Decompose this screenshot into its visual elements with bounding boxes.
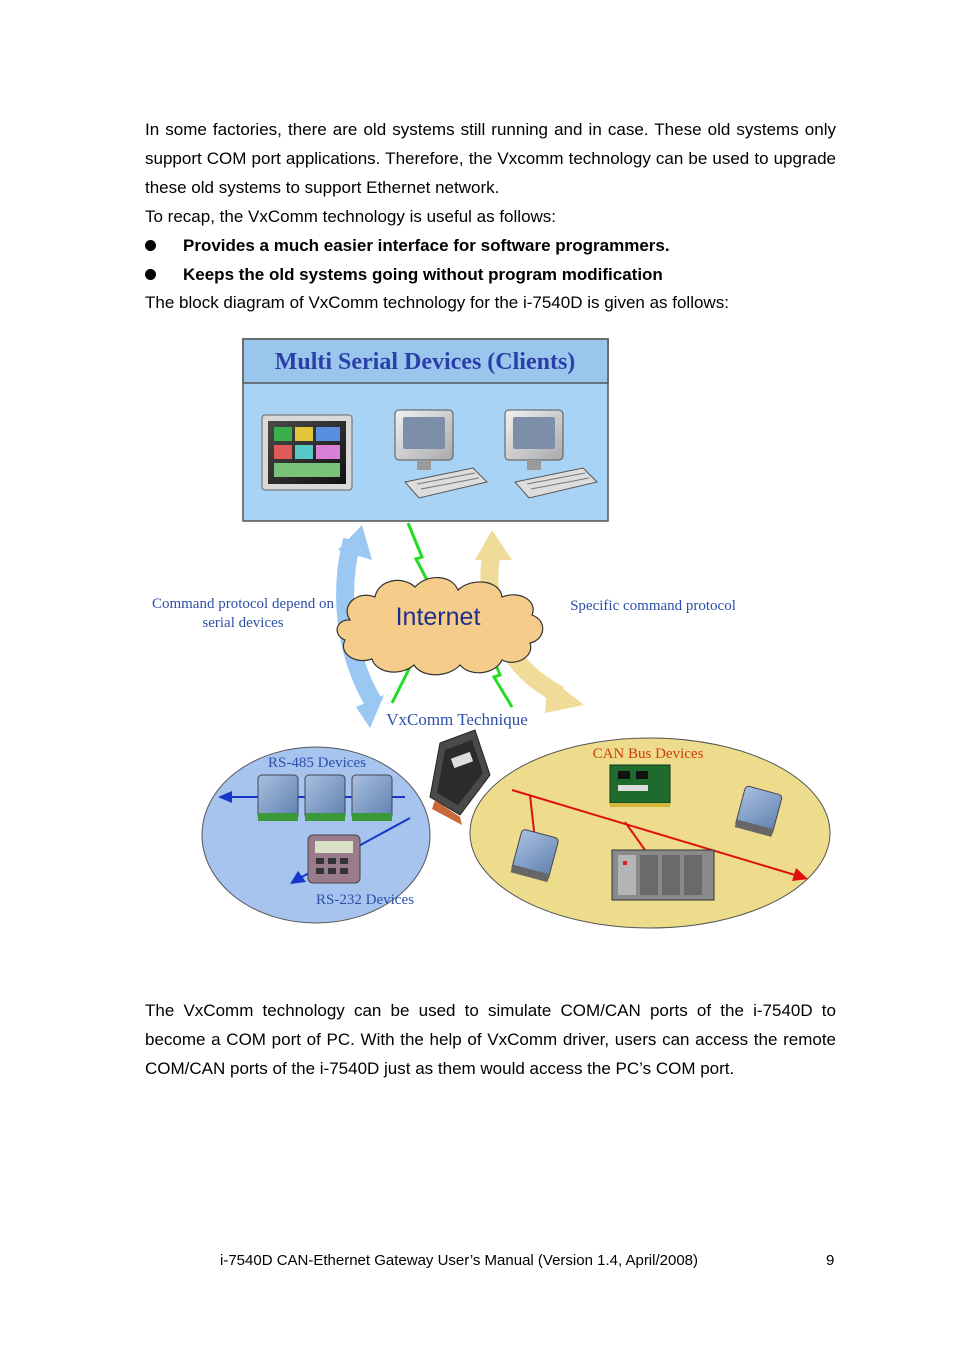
rs232-label: RS-232 Devices xyxy=(316,892,414,908)
bullet-text: Provides a much easier interface for sof… xyxy=(183,236,670,255)
rs485-label: RS-485 Devices xyxy=(268,755,366,771)
io-module-icon xyxy=(257,774,299,821)
diagram-intro: The block diagram of VxComm technology f… xyxy=(145,293,729,312)
left-caption-line2: serial devices xyxy=(202,615,283,631)
left-caption-line1: Command protocol depend on xyxy=(152,596,335,612)
canbus-label: CAN Bus Devices xyxy=(593,746,704,762)
clients-title: Multi Serial Devices (Clients) xyxy=(275,349,576,375)
technique-label: VxComm Technique xyxy=(386,710,528,729)
bullet-text: Keeps the old systems going without prog… xyxy=(183,265,663,284)
hmi-panel-icon xyxy=(261,414,353,491)
io-module-icon xyxy=(510,829,559,883)
internet-label: Internet xyxy=(396,603,481,631)
outro-paragraph: The VxComm technology can be used to sim… xyxy=(145,1001,836,1078)
can-bus-region: CAN Bus Devices xyxy=(469,737,831,929)
io-module-icon xyxy=(304,774,346,821)
rack-plc-icon xyxy=(611,849,715,901)
computer-icon xyxy=(394,409,488,499)
gateway-device-icon xyxy=(429,729,491,825)
can-card-icon xyxy=(609,764,671,807)
footer-manual-title: i-7540D CAN-Ethernet Gateway User’s Manu… xyxy=(220,1252,699,1269)
bullet-dot-icon xyxy=(145,269,156,280)
lightning-icon xyxy=(406,522,438,598)
computer-icon xyxy=(504,409,598,499)
io-module-icon xyxy=(351,774,393,821)
page-number: 9 xyxy=(826,1252,835,1269)
internet-cloud: Internet xyxy=(336,577,544,676)
bullet-dot-icon xyxy=(145,240,156,251)
vxcomm-block-diagram: Multi Serial Devices (Clients) xyxy=(152,338,831,929)
right-caption: Specific command protocol xyxy=(570,598,736,614)
io-module-icon xyxy=(734,785,783,837)
recap-line: To recap, the VxComm technology is usefu… xyxy=(145,207,557,226)
serial-devices-region: RS-485 Devices RS-232 Devices xyxy=(201,746,431,924)
intro-paragraph: In some factories, there are old systems… xyxy=(145,120,836,197)
keypad-terminal-icon xyxy=(307,834,361,884)
